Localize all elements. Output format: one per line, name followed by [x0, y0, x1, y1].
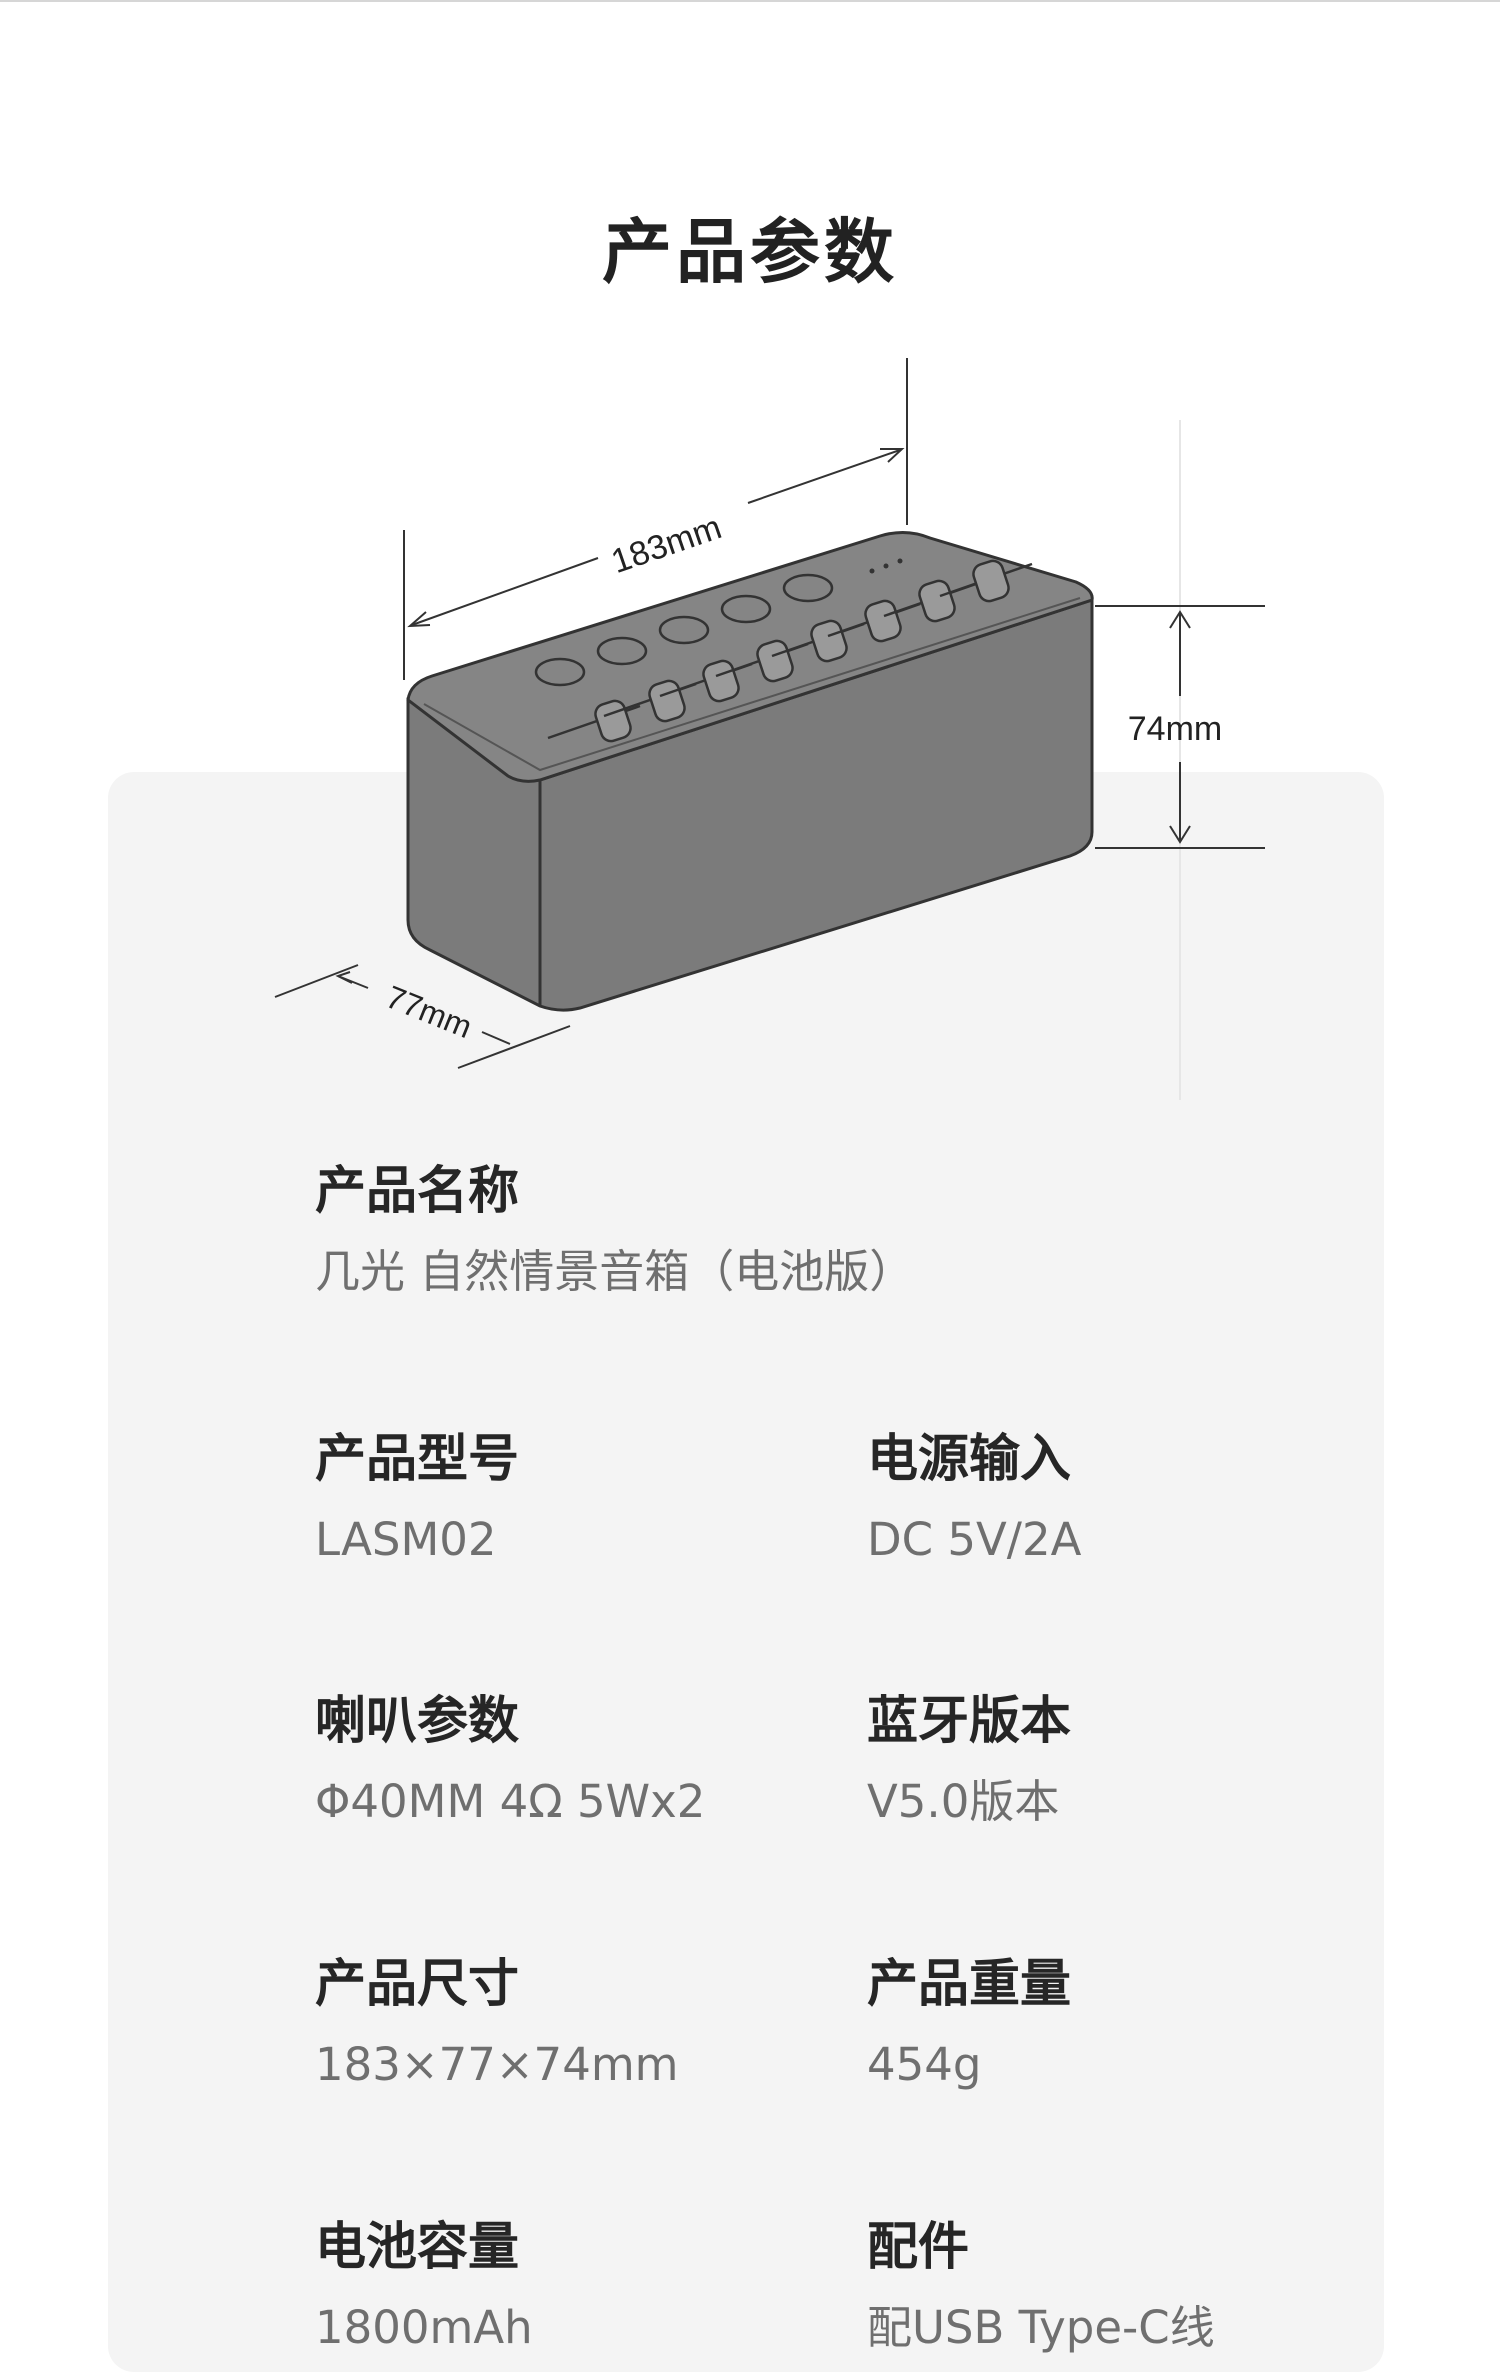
spec-bluetooth: 蓝牙版本 V5.0版本 [867, 1692, 1071, 1830]
spec-weight: 产品重量 454g [867, 1955, 1071, 2093]
width-label: 183mm [607, 508, 727, 581]
spec-label: 产品型号 [315, 1430, 520, 1489]
spec-label: 产品尺寸 [315, 1955, 520, 2014]
spec-battery: 电池容量 1800mAh [315, 2218, 533, 2356]
spec-label: 电源输入 [867, 1430, 1072, 1489]
spec-label: 配件 [867, 2218, 970, 2277]
product-dimension-diagram: 183mm 74mm 77mm [274, 358, 1265, 1100]
spec-value: 几光 自然情景音箱（电池版） [315, 1245, 915, 1298]
height-dimension [1095, 605, 1265, 849]
spec-label: 产品重量 [867, 1955, 1072, 2014]
spec-speaker: 喇叭参数 Φ40MM 4Ω 5Wx2 [315, 1692, 705, 1830]
spec-product-name: 产品名称 几光 自然情景音箱（电池版） [315, 1162, 914, 1300]
spec-size: 产品尺寸 183×77×74mm [315, 1955, 679, 2093]
page-title: 产品参数 [602, 211, 898, 293]
spec-value: V5.0版本 [867, 1775, 1060, 1828]
spec-value: 183×77×74mm [315, 2038, 679, 2091]
spec-value: 454g [867, 2038, 982, 2091]
speaker-body [406, 531, 1094, 1012]
spec-value: Φ40MM 4Ω 5Wx2 [315, 1775, 706, 1828]
spec-label: 产品名称 [315, 1162, 520, 1221]
spec-label: 蓝牙版本 [867, 1692, 1072, 1751]
spec-value: LASM02 [315, 1513, 497, 1566]
height-label: 74mm [1128, 710, 1222, 748]
width-dimension [403, 358, 908, 680]
spec-value: 1800mAh [315, 2301, 533, 2354]
spec-value: 配USB Type-C线 [867, 2301, 1215, 2354]
spec-label: 电池容量 [315, 2218, 520, 2277]
spec-value: DC 5V/2A [867, 1513, 1082, 1566]
spec-accessories: 配件 配USB Type-C线 [867, 2218, 1215, 2356]
spec-card [108, 772, 1384, 2372]
spec-power-input: 电源输入 DC 5V/2A [867, 1430, 1081, 1568]
depth-dimension [274, 964, 571, 1069]
spec-model: 产品型号 LASM02 [315, 1430, 519, 1568]
slider-knobs [547, 559, 1033, 743]
spec-label: 喇叭参数 [315, 1692, 520, 1751]
top-divider [0, 0, 1500, 2]
depth-label: 77mm [381, 978, 477, 1045]
